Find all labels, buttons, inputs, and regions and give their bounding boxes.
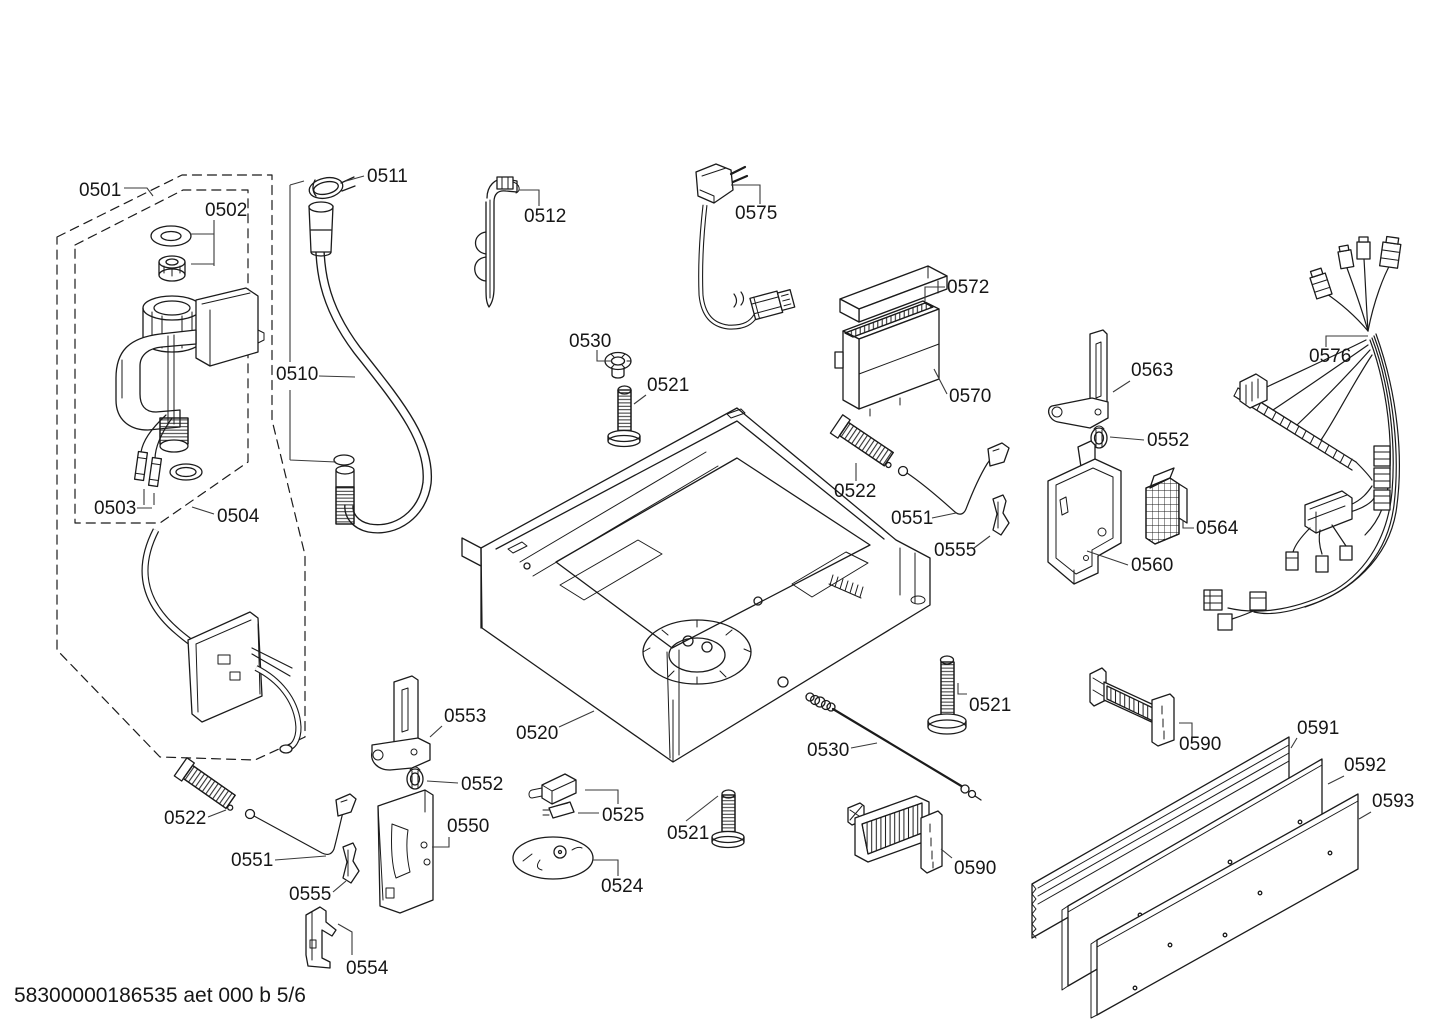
part-0501-valve-assembly-drawing bbox=[115, 225, 265, 488]
part-label-0521-b: 0521 bbox=[969, 695, 1011, 716]
part-0550-bracket-drawing bbox=[377, 789, 434, 914]
part-label-0503: 0503 bbox=[94, 498, 136, 519]
part-0555-latch-left-drawing bbox=[342, 842, 360, 884]
part-0590-vent-bottom-drawing bbox=[847, 795, 943, 874]
part-0512-hose-guide-drawing bbox=[474, 176, 520, 308]
part-0593-panel-drawing bbox=[1090, 793, 1359, 1019]
part-0551-link-right-drawing bbox=[897, 442, 1010, 515]
part-label-0530-a: 0530 bbox=[569, 331, 611, 352]
part-label-0551-a: 0551 bbox=[891, 508, 933, 529]
part-label-0590-b: 0590 bbox=[1179, 734, 1221, 755]
part-label-0555-b: 0555 bbox=[289, 884, 331, 905]
dashed-region-0501-outline bbox=[56, 174, 306, 761]
part-0521-foot-screw-drawing bbox=[927, 655, 967, 735]
part-label-0554: 0554 bbox=[346, 958, 389, 979]
part-label-0511: 0511 bbox=[367, 166, 408, 187]
part-label-0550: 0550 bbox=[447, 816, 489, 837]
part-label-0563: 0563 bbox=[1131, 360, 1173, 381]
part-0575-power-cord-drawing bbox=[695, 163, 796, 330]
part-label-0552-a: 0552 bbox=[1147, 430, 1189, 451]
part-label-0564: 0564 bbox=[1196, 518, 1239, 539]
part-label-0592: 0592 bbox=[1344, 755, 1386, 776]
part-0552-clamp-left-drawing bbox=[406, 766, 424, 790]
part-label-0555-a: 0555 bbox=[934, 540, 976, 561]
part-0504-bracket-drawing bbox=[141, 528, 302, 754]
part-label-0551-b: 0551 bbox=[231, 850, 273, 871]
part-0521-screw-center-drawing bbox=[711, 789, 745, 849]
part-label-0530-b: 0530 bbox=[807, 740, 849, 761]
part-label-0593: 0593 bbox=[1372, 791, 1414, 812]
part-label-0522-a: 0522 bbox=[834, 481, 876, 502]
part-label-0512: 0512 bbox=[524, 206, 566, 227]
part-label-0520: 0520 bbox=[516, 723, 558, 744]
part-label-0591: 0591 bbox=[1297, 718, 1339, 739]
part-0521-screw-top-drawing bbox=[607, 385, 641, 448]
part-0530-rod-drawing bbox=[805, 692, 982, 801]
part-label-0552-b: 0552 bbox=[461, 774, 503, 795]
part-0511-clamp-drawing bbox=[308, 176, 356, 200]
part-label-0522-b: 0522 bbox=[164, 808, 206, 829]
part-label-0570: 0570 bbox=[949, 386, 991, 407]
part-label-0553: 0553 bbox=[444, 706, 486, 727]
document-number: 58300000186535 aet 000 b 5/6 bbox=[14, 984, 306, 1007]
part-0570-module-drawing bbox=[834, 300, 940, 417]
part-0560-bracket-drawing bbox=[1047, 440, 1122, 585]
part-label-0525: 0525 bbox=[602, 805, 644, 826]
part-0520-base-drawing bbox=[461, 407, 931, 763]
part-label-0524: 0524 bbox=[601, 876, 644, 897]
part-0510-hose-drawing bbox=[308, 201, 433, 534]
part-0553-hinge-bracket-drawing bbox=[371, 675, 431, 771]
part-0552-clamp-right-drawing bbox=[1090, 425, 1108, 449]
part-label-0521-a: 0521 bbox=[647, 375, 689, 396]
part-0576-harness-drawing bbox=[1203, 235, 1402, 631]
part-label-0521-c: 0521 bbox=[667, 823, 709, 844]
part-label-0510: 0510 bbox=[276, 364, 318, 385]
part-label-0572: 0572 bbox=[947, 277, 989, 298]
part-0551-link-left-drawing bbox=[244, 793, 357, 855]
part-label-0576: 0576 bbox=[1309, 346, 1351, 367]
part-label-0575: 0575 bbox=[735, 203, 777, 224]
leader-lines bbox=[124, 175, 1372, 955]
part-0590-vent-top-drawing bbox=[1089, 667, 1175, 747]
part-0525-suppressor-drawing bbox=[528, 773, 577, 819]
part-0564-grille-drawing bbox=[1145, 467, 1188, 545]
part-label-0504: 0504 bbox=[217, 506, 260, 527]
part-label-0590-a: 0590 bbox=[954, 858, 996, 879]
part-0555-latch-right-drawing bbox=[992, 494, 1010, 536]
part-label-0501: 0501 bbox=[79, 180, 121, 201]
part-label-0560: 0560 bbox=[1131, 555, 1173, 576]
part-0524-disc-drawing bbox=[512, 836, 594, 880]
part-0522-spring-left-drawing bbox=[173, 757, 236, 811]
part-0522-spring-right-drawing bbox=[829, 414, 894, 469]
part-labels: 0501 0502 0511 0512 0575 0510 0530 0521 … bbox=[79, 166, 1414, 979]
part-label-0502: 0502 bbox=[205, 200, 247, 221]
part-0563-bracket-drawing bbox=[1047, 329, 1109, 429]
part-0554-clip-drawing bbox=[305, 906, 337, 969]
part-0530-nut-drawing bbox=[604, 351, 632, 379]
